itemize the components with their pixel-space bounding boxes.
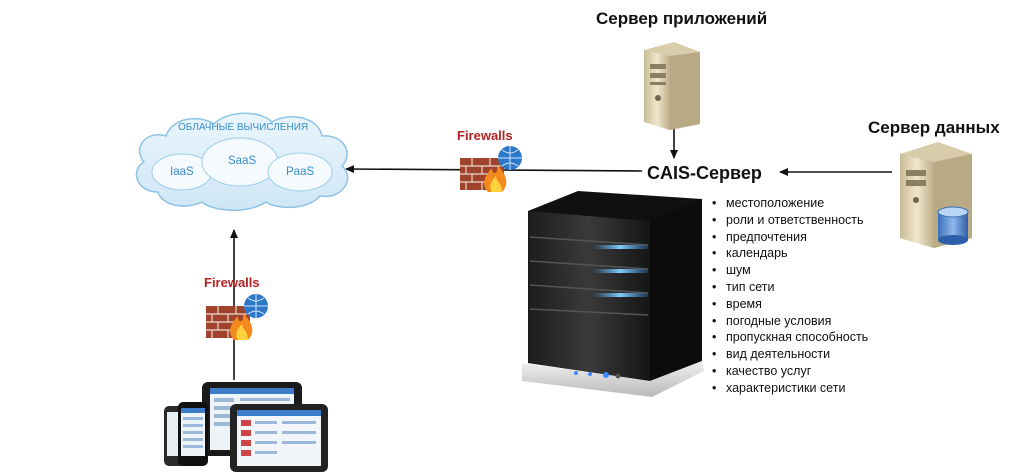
cais-server-label: CAIS-Сервер bbox=[647, 163, 762, 183]
service-iaas: IaaS bbox=[170, 166, 194, 178]
devices-icon bbox=[164, 382, 328, 472]
list-item: предпочтения bbox=[712, 229, 868, 246]
firewall-left-label: Firewalls bbox=[204, 275, 260, 290]
context-attributes-list: местоположение роли и ответственность пр… bbox=[712, 195, 868, 397]
cloud-computing: ОБЛАЧНЫЕ ВЫЧИСЛЕНИЯ IaaS SaaS PaaS bbox=[128, 106, 356, 218]
database-server-icon bbox=[900, 142, 972, 248]
list-item: время bbox=[712, 296, 868, 313]
list-item: роли и ответственность bbox=[712, 212, 868, 229]
firewall-top-label: Firewalls bbox=[457, 128, 513, 143]
app-server-label: Сервер приложений bbox=[596, 9, 768, 28]
data-server-label: Сервер данных bbox=[868, 118, 1000, 137]
list-item: характеристики сети bbox=[712, 380, 868, 397]
server-tower-icon bbox=[644, 42, 700, 130]
data-server bbox=[894, 140, 978, 252]
list-item: пропускная способность bbox=[712, 329, 868, 346]
cloud-icon bbox=[135, 112, 349, 211]
list-item: погодные условия bbox=[712, 313, 868, 330]
firewall-icon bbox=[460, 146, 522, 192]
service-saas: SaaS bbox=[228, 155, 257, 167]
cais-server bbox=[518, 185, 708, 400]
cloud-title: ОБЛАЧНЫЕ ВЫЧИСЛЕНИЯ bbox=[178, 122, 309, 133]
app-server bbox=[638, 40, 704, 132]
list-item: шум bbox=[712, 262, 868, 279]
list-item: вид деятельности bbox=[712, 346, 868, 363]
service-paas: PaaS bbox=[286, 166, 315, 178]
firewall-icon bbox=[206, 294, 268, 340]
list-item: местоположение bbox=[712, 195, 868, 212]
firewall-left bbox=[204, 292, 270, 342]
list-item: календарь bbox=[712, 245, 868, 262]
firewall-top bbox=[458, 144, 524, 194]
list-item: тип сети bbox=[712, 279, 868, 296]
mobile-devices bbox=[160, 380, 330, 473]
rack-server-icon bbox=[522, 191, 704, 397]
list-item: качество услуг bbox=[712, 363, 868, 380]
